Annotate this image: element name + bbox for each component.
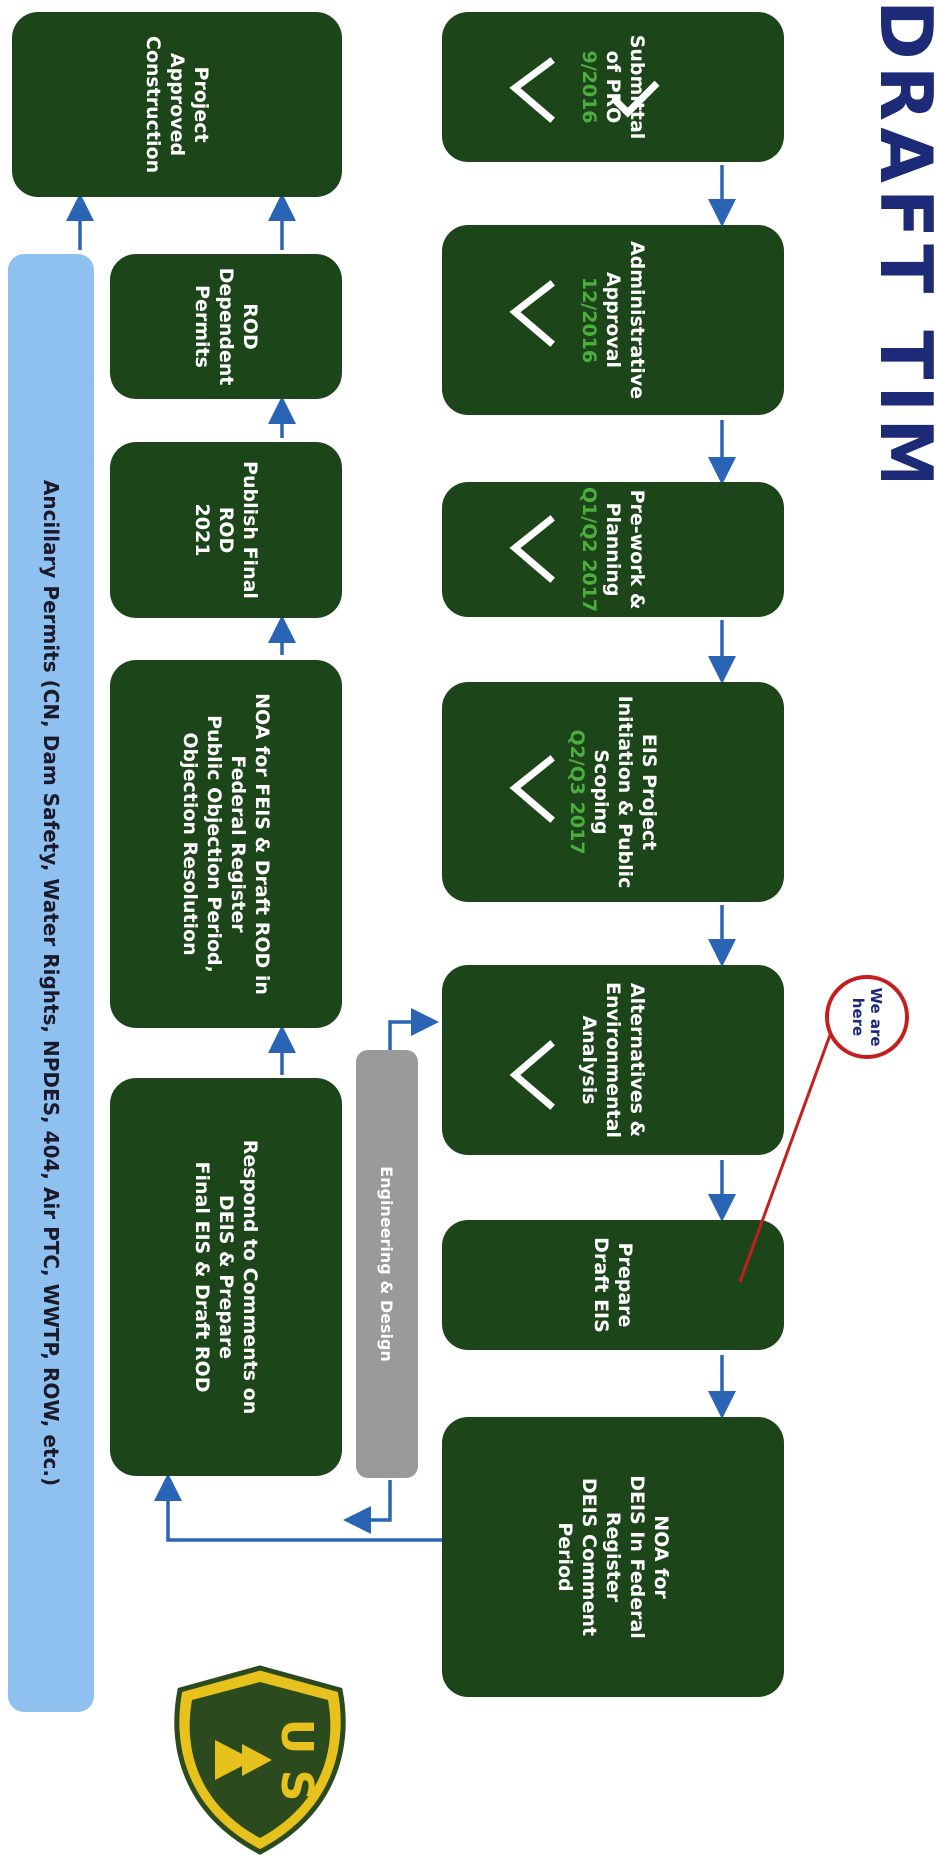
- step-label-line: Permits: [191, 285, 213, 368]
- step-label-line: ROD: [239, 303, 261, 350]
- step-label-line: Construction: [142, 35, 164, 174]
- step-prework: Pre-work & Planning Q1/Q2 2017: [442, 482, 784, 617]
- step-label-line: NOA for FEIS & Draft ROD in: [251, 693, 273, 995]
- step-prepare-deis: Prepare Draft EIS: [442, 1220, 784, 1350]
- forest-service-logo: U S: [174, 1665, 346, 1855]
- step-admin-approval: Administrative Approval 12/2016: [442, 225, 784, 415]
- step-label-line: Publish Final: [239, 461, 261, 599]
- step-eis-initiation: EIS Project Initiation & Public Scoping …: [442, 682, 784, 902]
- step-label-line: ROD: [215, 506, 237, 554]
- step-label-line: Final EIS & Draft ROD: [191, 1161, 213, 1393]
- callout-line: here: [849, 997, 867, 1037]
- callout-line: We are: [867, 987, 885, 1047]
- step-respond-comments: Respond to Comments on DEIS & Prepare Fi…: [110, 1078, 342, 1476]
- step-label-line: Public Objection Period,: [203, 715, 225, 973]
- arrow-eng-alternatives: [388, 1008, 439, 1050]
- checkmark-icon: [509, 755, 555, 823]
- step-noa-deis: NOA for DEIS In Federal Register DEIS Co…: [442, 1417, 784, 1697]
- engineering-label: Engineering & Design: [377, 1166, 397, 1362]
- engineering-design-bar: Engineering & Design: [356, 1050, 418, 1478]
- arrow-noa-respond: [154, 1473, 442, 1542]
- ancillary-permits-bar: Ancillary Permits (CN, Dam Safety, Water…: [8, 254, 94, 1712]
- step-publish-rod: Publish Final ROD 2021: [110, 442, 342, 618]
- ancillary-label: Ancillary Permits (CN, Dam Safety, Water…: [39, 479, 63, 1487]
- step-label-line: Dependent: [215, 267, 237, 386]
- checkmark-icon: [509, 1040, 555, 1110]
- step-label-line: Objection Resolution: [179, 732, 201, 956]
- step-alternatives: Alternatives & Environmental Analysis: [442, 965, 784, 1155]
- svg-text:U S: U S: [271, 1719, 322, 1802]
- step-label-line: Federal Register: [227, 755, 249, 933]
- step-label-line: Respond to Comments on: [239, 1139, 261, 1415]
- checkmark-icon: [509, 280, 555, 347]
- step-label-line: DEIS & Prepare: [215, 1194, 237, 1360]
- step-label-line: Approved: [166, 52, 188, 157]
- checkmark-icon: [509, 515, 555, 583]
- step-rod-permits: ROD Dependent Permits: [110, 254, 342, 399]
- step-noa-feis: NOA for FEIS & Draft ROD in Federal Regi…: [110, 660, 342, 1028]
- step-submittal: Submittal of PRO 9/2016: [442, 12, 784, 162]
- step-approved: Project Approved Construction: [12, 12, 342, 197]
- checkmark-icon: [509, 57, 555, 123]
- step-label-line: 2021: [191, 503, 213, 557]
- arrow-eng-respond: [343, 1480, 392, 1534]
- step-label-line: Project: [190, 66, 212, 143]
- we-are-here-callout: We are here: [825, 975, 909, 1059]
